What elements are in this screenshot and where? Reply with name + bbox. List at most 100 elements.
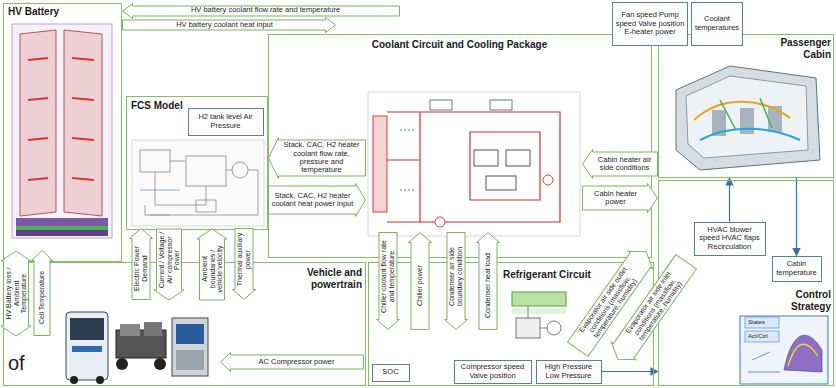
battery-pack-part xyxy=(64,30,102,216)
cabin-model-part xyxy=(694,102,790,120)
arrow-outline xyxy=(197,229,227,300)
arrow-label: Chiller coolant flow rate and temperatur… xyxy=(380,235,396,318)
fcs-schematic-part xyxy=(186,156,226,186)
refrigerant-sketch-part xyxy=(512,292,566,306)
arrow-label: Cell Temperature xyxy=(38,271,46,324)
coolant-schematic-part xyxy=(387,112,560,222)
flow-arrow: Stack, CAC, H2 heater coolant flow rate,… xyxy=(268,137,366,179)
fcs-schematic-part xyxy=(196,200,216,212)
battery-pack-part xyxy=(28,58,48,60)
flow-arrow: Cell Temperature xyxy=(31,250,53,336)
signal-box: Coolant temperatures xyxy=(691,2,743,46)
battery-pack xyxy=(12,24,112,238)
arrow-label: Stack, CAC, H2 heater coolant heat power… xyxy=(271,192,354,209)
refrigerant-sketch-part xyxy=(512,308,566,314)
arrow-label: Condenser air side boundary condition xyxy=(448,235,464,318)
flow-arrow: Electric Power Demand xyxy=(129,228,153,300)
cabin-model-part xyxy=(740,108,754,134)
arrow-outline xyxy=(123,3,400,18)
arrow-outline xyxy=(130,229,153,300)
state-tag: States xyxy=(748,319,765,326)
region-title: Coolant Circuit and Cooling Package xyxy=(269,39,650,51)
coolant-schematic-part xyxy=(400,130,414,190)
arrow-outline xyxy=(154,229,184,300)
control-tag: Act/Ctrl xyxy=(748,333,768,340)
box-label: H2 tank level Air Pressure xyxy=(191,113,261,130)
signal-box: Compressor speed Valve position xyxy=(454,360,532,384)
flow-arrow: Current / Voltage / Air compressor Power xyxy=(154,228,185,300)
arrow-label: Cabin heater power xyxy=(585,190,646,207)
signal-box: H2 tank level Air Pressure xyxy=(188,108,264,136)
signal-box: Cabin temperature xyxy=(772,256,822,282)
flow-arrow: HV battery coolant flow rate and tempera… xyxy=(122,3,400,19)
flow-arrow: Ambient boundaries / vehicle velocity xyxy=(197,228,228,300)
vehicle-pictures-part xyxy=(70,318,104,340)
control-icon-part xyxy=(788,344,818,366)
signal-box: High Pressure Low Pressure xyxy=(536,360,602,384)
vehicle-pictures-part xyxy=(172,318,208,376)
control-icon-part xyxy=(748,352,780,372)
arrow-outline xyxy=(123,18,336,33)
vehicle-pictures-part xyxy=(144,322,162,336)
arrow-outline xyxy=(269,184,366,217)
vehicle-pictures-part xyxy=(176,324,204,344)
arrow-outline xyxy=(606,253,699,368)
vehicle-pictures-part xyxy=(154,358,166,370)
region-title: Passenger Cabin xyxy=(767,37,831,60)
cabin-model-part xyxy=(700,129,800,140)
fcs-schematic-part xyxy=(140,190,180,215)
arrow-label: Ambient boundaries / vehicle velocity xyxy=(200,240,223,297)
signal-box: HVAC blower speed HVAC flaps Recirculati… xyxy=(694,222,766,256)
coolant-schematic xyxy=(368,92,580,236)
battery-pack-part xyxy=(20,30,56,216)
battery-pack-part xyxy=(72,138,94,140)
system-region: FCS ModelH2 tank level Air Pressure xyxy=(126,96,268,230)
coolant-schematic-part xyxy=(486,176,516,190)
arrow-outline xyxy=(377,233,400,330)
battery-pack-part xyxy=(72,98,94,100)
coolant-schematic-part xyxy=(506,150,530,166)
region-title: Control Strategy xyxy=(759,289,831,312)
battery-pack-part xyxy=(16,218,108,226)
coolant-schematic-part xyxy=(474,150,498,166)
box-label: Cabin temperature xyxy=(775,260,819,277)
control-icon-part xyxy=(784,335,822,372)
control-icon-part xyxy=(745,317,779,328)
signal-line xyxy=(729,178,730,222)
flow-arrow: Cabin heater power xyxy=(582,183,658,213)
fcs-schematic-part xyxy=(132,140,264,226)
vehicle-pictures-part xyxy=(116,358,128,370)
cabin-model-part xyxy=(686,76,808,158)
control-icon-part xyxy=(745,331,779,342)
control-icon-part xyxy=(740,316,828,384)
coolant-schematic-part xyxy=(435,217,445,227)
arrow-outline xyxy=(32,251,53,336)
battery-pack-part xyxy=(16,226,108,230)
region-title: FCS Model xyxy=(131,100,191,112)
box-label: SOC xyxy=(382,368,398,377)
battery-pack-part xyxy=(72,58,94,60)
vehicle-pictures-part xyxy=(120,324,140,336)
box-label: Coolant temperatures xyxy=(694,15,740,32)
cabin-model-part xyxy=(720,98,772,130)
arrow-outline xyxy=(269,138,366,179)
flow-arrow: Chiller coolant flow rate and temperatur… xyxy=(376,232,400,330)
fcs-schematic xyxy=(132,140,264,226)
vehicle-pictures-part xyxy=(70,376,78,384)
flow-arrow: Condenser air side boundary condition xyxy=(444,232,468,330)
signal-box: SOC xyxy=(372,364,410,382)
battery-pack-part xyxy=(12,24,112,238)
refrigerant-sketch-part xyxy=(528,306,547,328)
arrow-label: Condenser heat load xyxy=(484,253,492,318)
flow-arrow: AC Compressor power xyxy=(220,352,364,372)
flow-arrow: Stack, CAC, H2 heater coolant heat power… xyxy=(268,183,366,217)
box-label: Fan speed Pump speed Valve position E-he… xyxy=(615,11,685,37)
arrow-outline xyxy=(445,233,468,330)
battery-pack-part xyxy=(72,178,94,180)
flow-arrow: HV Battery loss / Ambient Temperature xyxy=(1,250,32,336)
coolant-schematic-part xyxy=(430,100,452,110)
region-title: Refrigerant Circuit xyxy=(503,269,613,281)
vehicle-pictures-part xyxy=(176,350,204,370)
signal-line xyxy=(796,178,797,256)
flow-arrow: Condenser heat load xyxy=(476,232,500,330)
